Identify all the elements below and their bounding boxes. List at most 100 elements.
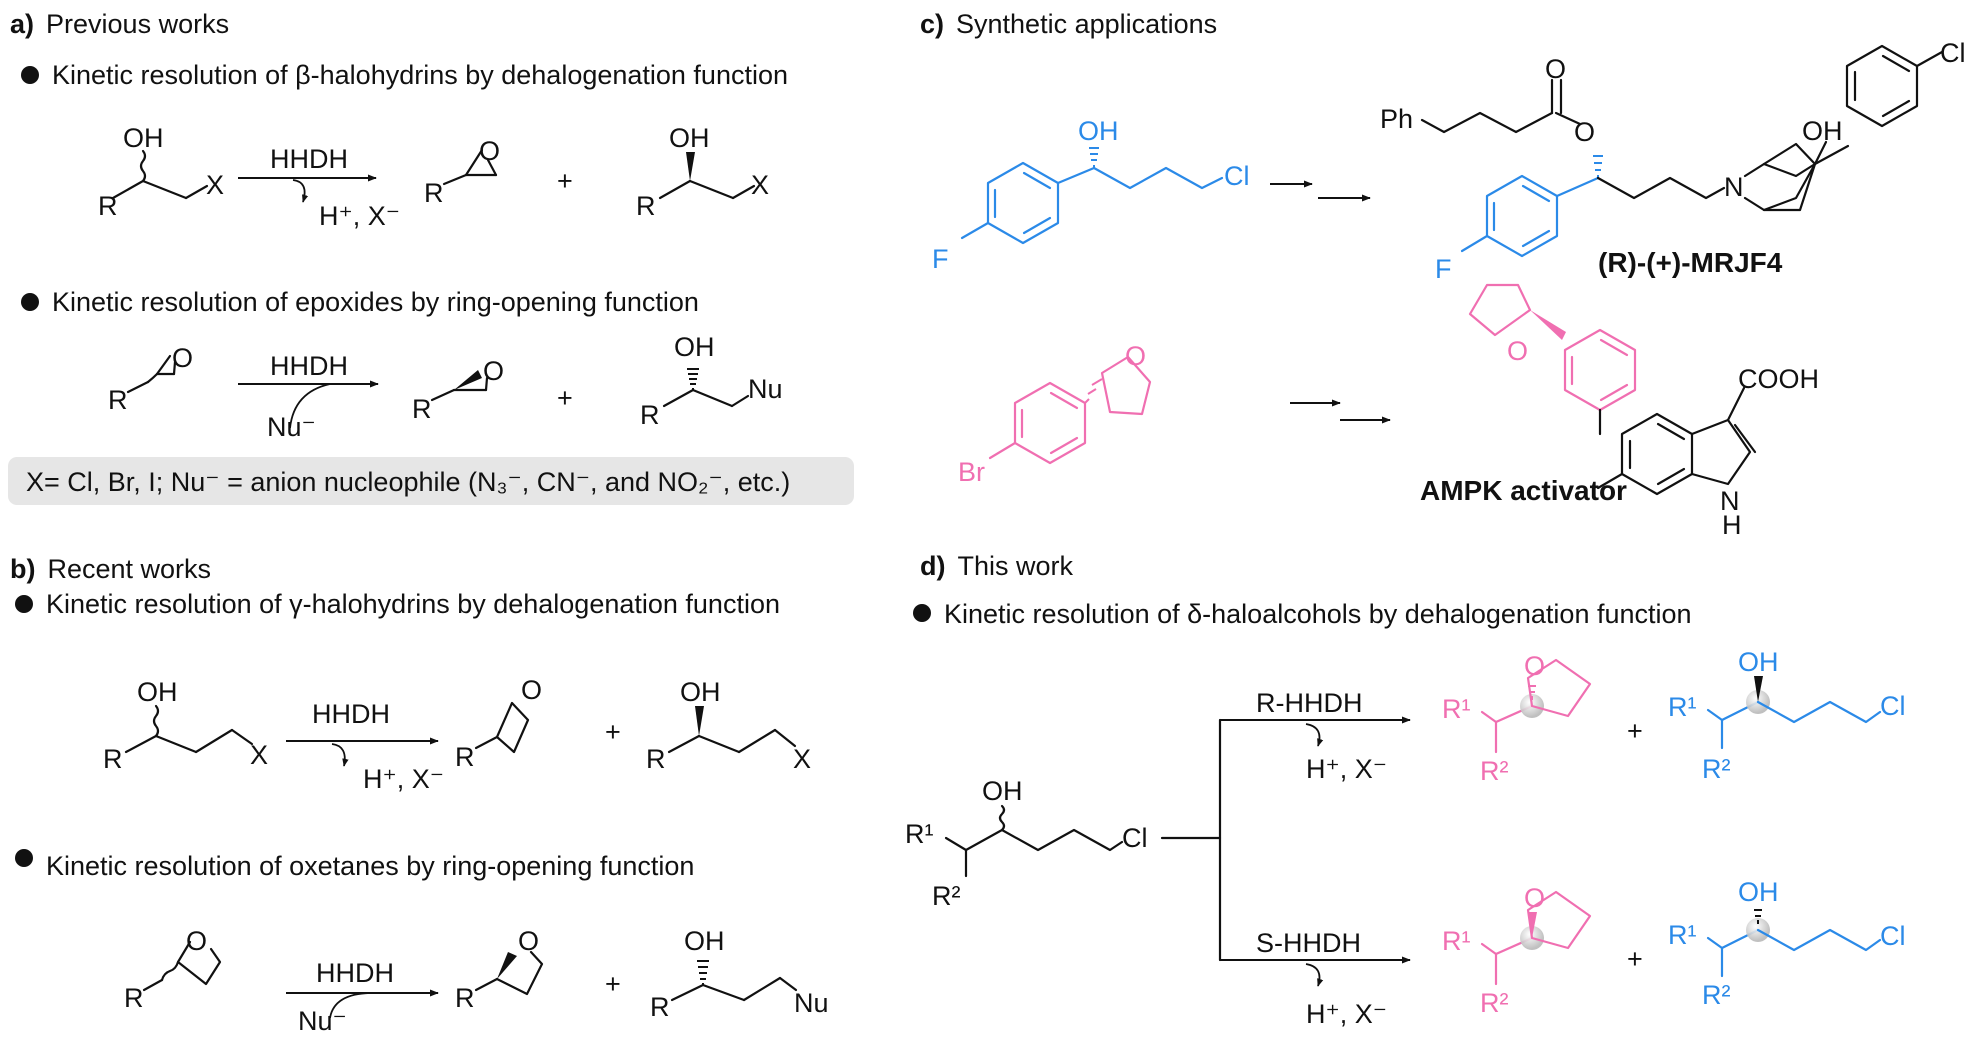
enzyme-s-label: S-HHDH	[1256, 928, 1361, 958]
nucleophile-label: Nu⁻	[267, 412, 316, 442]
atom-r2: R²	[932, 881, 961, 911]
atom-r: R	[108, 385, 128, 415]
atom-r: R	[455, 983, 475, 1013]
nucleophile-label: Nu⁻	[298, 1006, 347, 1036]
panel-b-letter: b)	[10, 554, 35, 584]
hash-bond	[687, 368, 699, 390]
product-s-chloro-alcohol: R¹ R² OH Cl	[1668, 877, 1906, 1010]
atom-r1: R¹	[1668, 920, 1697, 950]
panel-b-bullet-2: Kinetic resolution of oxetanes by ring-o…	[46, 851, 694, 881]
bullet-dot-icon	[15, 595, 33, 613]
enzyme-r-label: R-HHDH	[1256, 688, 1362, 718]
atom-x: X	[751, 170, 769, 200]
reaction-b2: R O HHDH Nu⁻ R O + OH R Nu	[124, 926, 829, 1036]
hash-bond	[1754, 909, 1762, 924]
product-2-name: AMPK activator	[1420, 475, 1627, 506]
atom-f: F	[932, 244, 949, 274]
atom-o: O	[521, 675, 542, 705]
hash-bond	[1593, 155, 1603, 178]
atom-r1: R¹	[1668, 692, 1697, 722]
plus-sign: +	[1627, 716, 1643, 746]
panel-a-letter: a)	[10, 9, 34, 39]
wavy-bond	[146, 372, 159, 384]
product-s-thf: R¹ R² O	[1442, 883, 1592, 1018]
byproduct-label: H⁺, X⁻	[363, 764, 444, 794]
atom-cl: Cl	[1880, 921, 1906, 951]
atom-cooh: COOH	[1738, 364, 1819, 394]
atom-o: O	[1524, 651, 1545, 681]
atom-r: R	[646, 744, 666, 774]
atom-oh: OH	[680, 677, 721, 707]
hash-bond	[697, 960, 709, 985]
atom-r1: R¹	[1442, 694, 1471, 724]
atom-r: R	[424, 178, 444, 208]
plus-sign: +	[605, 969, 621, 999]
product-r-thf: R¹ R² O	[1442, 651, 1592, 786]
substrate-chloro-alcohol: R¹ R² OH Cl	[905, 776, 1148, 911]
bullet-dot-icon	[21, 293, 39, 311]
reaction-a1: OH R X HHDH H⁺, X⁻ R O + OH R X	[98, 123, 769, 231]
svg-text:c)Synthetic applications: c)Synthetic applications	[920, 9, 1217, 39]
atom-r: R	[103, 744, 123, 774]
plus-sign: +	[557, 166, 573, 196]
svg-text:b)Recent works: b)Recent works	[10, 554, 211, 584]
byproduct-label: H⁺, X⁻	[319, 201, 400, 231]
atom-r2: R²	[1480, 756, 1509, 786]
wavy-bond	[160, 960, 180, 982]
atom-oh: OH	[137, 677, 178, 707]
bullet-dot-icon	[15, 849, 33, 867]
atom-cl: Cl	[1940, 38, 1966, 68]
multistep-arrow	[1290, 399, 1391, 424]
atom-x: X	[793, 744, 811, 774]
starting-material-chloro-alcohol: F OH Cl	[932, 116, 1250, 274]
atom-o: O	[186, 926, 207, 956]
atom-o: O	[518, 926, 539, 956]
svg-text:d)This work: d)This work	[920, 551, 1073, 581]
wedge-bond	[454, 370, 482, 390]
atom-r: R	[98, 191, 118, 221]
product-1-name: (R)-(+)-MRJF4	[1598, 247, 1783, 278]
wavy-bond	[152, 704, 160, 738]
atom-r: R	[636, 191, 656, 221]
curved-arrow-icon	[329, 992, 371, 1019]
byproduct-label: H⁺, X⁻	[1306, 999, 1387, 1029]
atom-cl: Cl	[1880, 691, 1906, 721]
curved-arrow-icon	[1305, 723, 1324, 747]
curved-arrow-icon	[331, 743, 349, 767]
atom-h: H	[1722, 510, 1742, 540]
panel-d-letter: d)	[920, 551, 945, 581]
wavy-bond	[998, 804, 1006, 832]
enzyme-label: HHDH	[316, 958, 394, 988]
methyl-bond	[1596, 472, 1624, 490]
atom-oh: OH	[669, 123, 710, 153]
atom-n: N	[1724, 172, 1744, 202]
wedge-bond	[686, 152, 695, 181]
atom-r1: R¹	[1442, 926, 1471, 956]
atom-r: R	[412, 394, 432, 424]
starting-material-bromo-thf: Br O	[958, 341, 1152, 487]
atom-o: O	[172, 343, 193, 373]
atom-o: O	[1574, 117, 1595, 147]
atom-o: O	[479, 136, 500, 166]
atom-o: O	[1125, 341, 1146, 371]
atom-r1: R¹	[905, 819, 934, 849]
bullet-dot-icon	[913, 604, 931, 622]
atom-x: X	[250, 740, 268, 770]
atom-nh: N	[1720, 486, 1740, 516]
atom-r2: R²	[1702, 754, 1731, 784]
wedge-bond	[497, 952, 517, 979]
panel-b-bullet-1: Kinetic resolution of γ-halohydrins by d…	[46, 589, 780, 619]
atom-oh: OH	[674, 332, 715, 362]
panel-a-title: Previous works	[46, 9, 229, 39]
atom-x: X	[206, 170, 224, 200]
atom-r: R	[650, 992, 670, 1022]
panel-c-letter: c)	[920, 9, 944, 39]
atom-br: Br	[958, 457, 985, 487]
panel-a-bullet-1: Kinetic resolution of β-halohydrins by d…	[52, 60, 788, 90]
byproduct-label: H⁺, X⁻	[1306, 754, 1387, 784]
atom-oh: OH	[1738, 877, 1779, 907]
panel-a: a) Previous works Kinetic resolution of β…	[8, 9, 854, 505]
reaction-a2: R O HHDH Nu⁻ R O + OH R Nu	[108, 332, 783, 442]
note-box	[8, 457, 854, 505]
atom-oh: OH	[982, 776, 1023, 806]
